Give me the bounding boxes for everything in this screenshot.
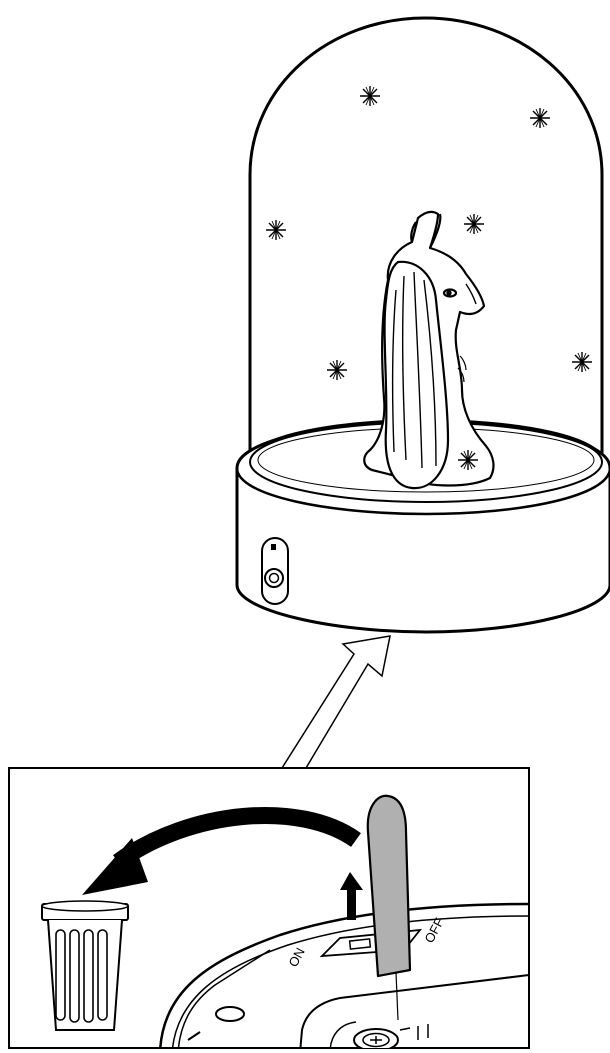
snow-globe [237,18,610,632]
trash-can-icon [42,901,128,1030]
snowflake-icon [572,352,592,372]
snowflake-icon [530,108,550,128]
base-switch-icon [262,538,288,604]
snowflake-icon [327,360,347,380]
connector-arrow [282,636,390,768]
snowflake-icon [458,450,478,470]
snowflake-icon [360,86,380,106]
detail-inset: ON OFF [9,768,529,1053]
snowflake-icon [266,220,286,240]
fox-figurine [364,212,493,488]
snowflake-icon [464,214,484,234]
